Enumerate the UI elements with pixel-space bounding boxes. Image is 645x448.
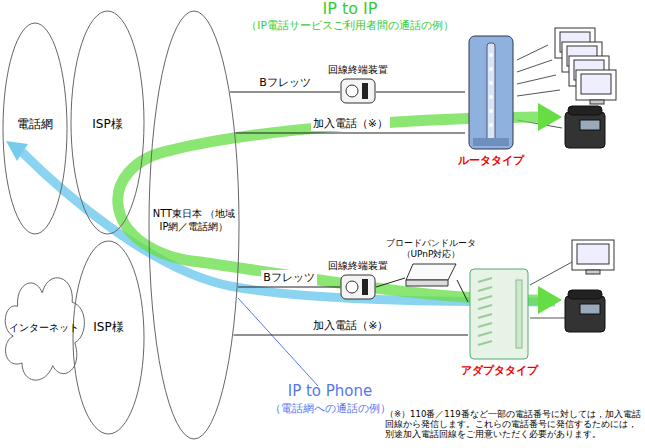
node-onu: 回線終端装置 xyxy=(340,78,376,104)
adapter-vent xyxy=(478,314,492,318)
node-label: 電話網 xyxy=(17,117,53,132)
node-onu: 回線終端装置 xyxy=(340,274,376,300)
adapter-vent xyxy=(478,332,492,336)
leader-line xyxy=(238,298,318,386)
onu-port xyxy=(362,279,368,295)
node-bb: ブロードバンドルータ （UPnP対応） xyxy=(405,262,457,288)
node-label: ISP様 xyxy=(92,117,122,132)
adapter-outline xyxy=(468,268,530,360)
adapter-panel xyxy=(516,280,522,348)
onu-body xyxy=(341,275,375,299)
adapter-vent xyxy=(478,323,492,327)
node-label: アダプタタイプ xyxy=(461,364,538,378)
adapter-vent xyxy=(478,341,492,345)
node-label: NTT東日本 （地域IP網／電話網） xyxy=(152,208,236,233)
router-lamp xyxy=(489,95,493,99)
adapter-vent xyxy=(478,287,492,291)
line-connector xyxy=(234,335,468,336)
adapter-body xyxy=(470,269,528,359)
router-body xyxy=(469,36,513,149)
caption-label: （電話網への通話の例） xyxy=(270,402,391,414)
region-ellipse xyxy=(71,11,144,234)
region-ellipse xyxy=(73,241,144,434)
line-connector xyxy=(376,92,465,93)
caption-label: （IP電話サービスご利用者間の通話の例） xyxy=(246,19,453,31)
node-label: ルータタイプ xyxy=(458,154,524,168)
node-adapter: アダプタタイプ xyxy=(468,268,530,360)
node-ell: ISP様 xyxy=(70,10,145,235)
onu-dial xyxy=(346,281,358,293)
line-connector xyxy=(230,92,340,93)
internet-cloud xyxy=(5,278,84,380)
node-ell: 電話網 xyxy=(2,22,68,235)
onu-outline xyxy=(340,78,376,104)
caption-label: IP to Phone xyxy=(288,383,373,400)
node-router: ルータタイプ xyxy=(465,35,517,150)
telephones xyxy=(565,106,605,332)
node-label: ISP様 xyxy=(93,320,123,335)
line-connector xyxy=(376,278,405,287)
node-label: 回線終端装置 xyxy=(328,64,388,77)
line-connector xyxy=(457,280,468,302)
region-ellipse xyxy=(149,11,239,439)
footnote: （※）110番／119番など一部の電話番号に対しては，加入電話回線から発信します… xyxy=(385,410,643,439)
router-lamp xyxy=(489,123,493,127)
adapter-vent xyxy=(478,296,492,300)
adapter-vent xyxy=(478,305,492,309)
line-label: Bフレッツ xyxy=(261,270,317,285)
node-label: インターネット xyxy=(9,322,79,335)
line-connector xyxy=(238,287,340,288)
router-lamp xyxy=(489,81,493,85)
line-label: 加入電話（※） xyxy=(311,116,390,131)
pc-monitors xyxy=(555,28,616,274)
adapter-vent xyxy=(478,278,492,282)
bb-router-body xyxy=(406,264,456,280)
onu-body xyxy=(341,79,375,103)
line-label: Bフレッツ xyxy=(257,75,313,90)
router-panel xyxy=(487,43,495,142)
router-outline xyxy=(465,35,517,150)
onu-port xyxy=(362,83,368,99)
line-label: 加入電話（※） xyxy=(311,318,390,333)
region-ellipse xyxy=(3,23,67,234)
onu-outline xyxy=(340,274,376,300)
line-connector xyxy=(236,133,465,134)
router-base xyxy=(473,138,509,146)
router-lamp xyxy=(489,67,493,71)
node-label: 回線終端装置 xyxy=(328,260,388,273)
caption-label: IP to IP xyxy=(323,0,378,18)
onu-dial xyxy=(346,85,358,97)
bb-outline xyxy=(405,262,457,288)
bb-router-front xyxy=(406,280,448,286)
node-label: ブロードバンドルータ （UPnP対応） xyxy=(385,238,477,261)
node-ell: NTT東日本 （地域IP網／電話網） xyxy=(148,10,240,440)
ell-outline xyxy=(72,240,145,435)
router-lamp xyxy=(489,53,493,57)
node-ell: ISP様 xyxy=(72,240,145,435)
router-lamp xyxy=(489,109,493,113)
